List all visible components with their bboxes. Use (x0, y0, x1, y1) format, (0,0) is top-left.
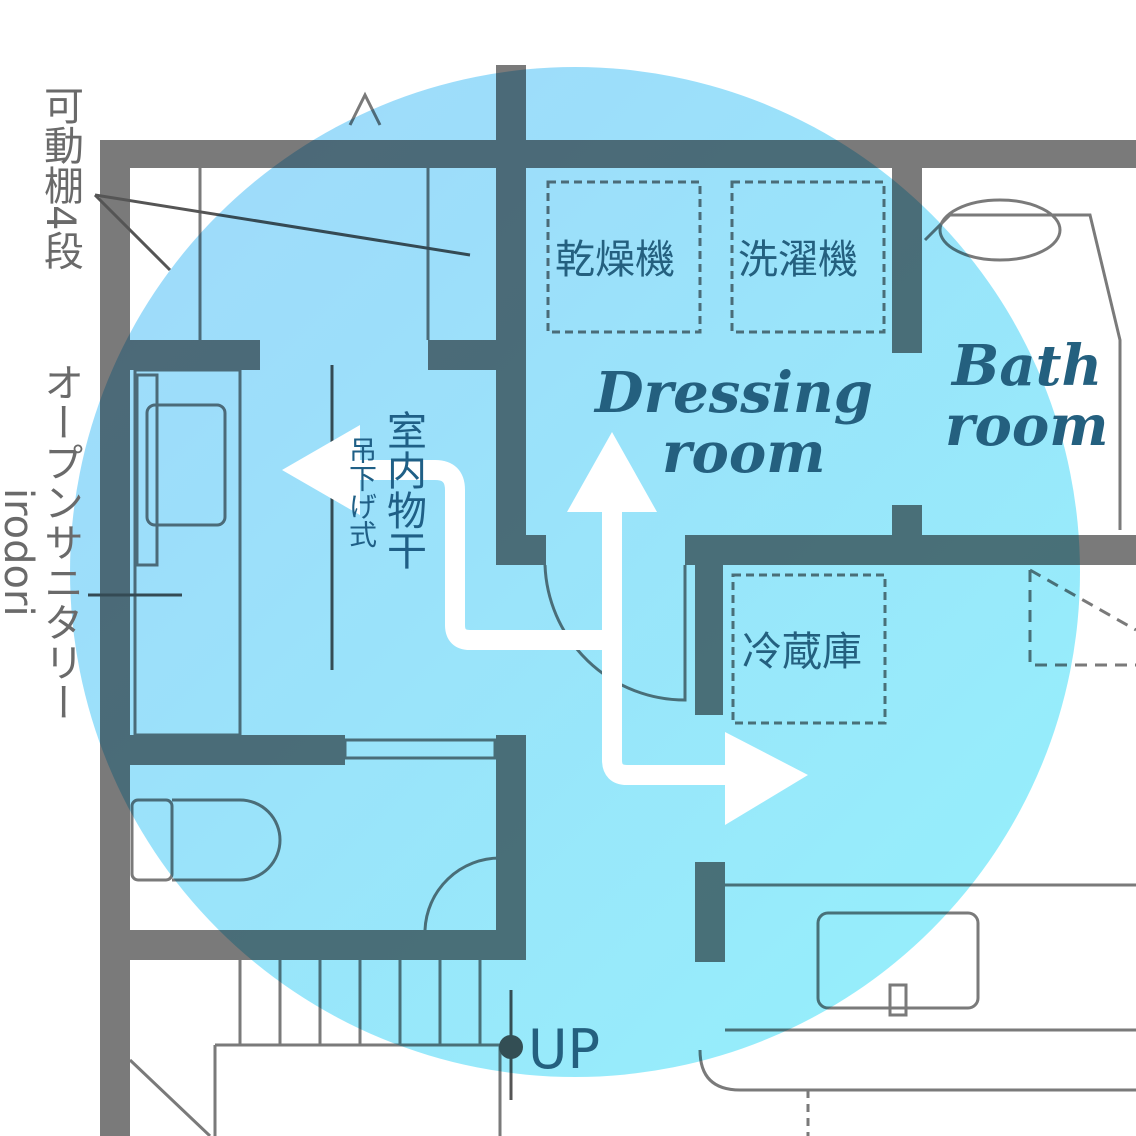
indoor-drying-label: 室内物干 (380, 410, 426, 570)
flow-path-left (345, 460, 612, 650)
brand-label: irodori (0, 488, 41, 617)
flow-arrows (345, 460, 730, 785)
movable-shelf-label: 可動棚4段 (37, 85, 83, 271)
washer-label: 洗濯機 (738, 237, 858, 283)
bath-room-label-1: Bath (950, 333, 1102, 399)
arrow-heads (282, 425, 808, 825)
up-label: UP (528, 1018, 600, 1081)
arrow-up-icon (567, 432, 657, 512)
bath-room-label-2: room (945, 393, 1108, 459)
arrow-right-icon (725, 732, 808, 825)
open-sanitary-label: オープンサニタリー (37, 362, 83, 722)
highlight-circle (70, 67, 1080, 1077)
fridge-label: 冷蔵庫 (742, 629, 862, 675)
dressing-room-label-2: room (662, 420, 825, 486)
room-labels: 乾燥機 洗濯機 冷蔵庫 Dressing room Bath room UP (528, 237, 1108, 1081)
arrow-left-icon (282, 425, 360, 515)
hanging-type-label: 吊下げ式 (345, 436, 378, 548)
dryer-label: 乾燥機 (555, 237, 675, 283)
flow-path-up-right (602, 505, 730, 785)
dressing-room-label-1: Dressing (593, 360, 873, 426)
